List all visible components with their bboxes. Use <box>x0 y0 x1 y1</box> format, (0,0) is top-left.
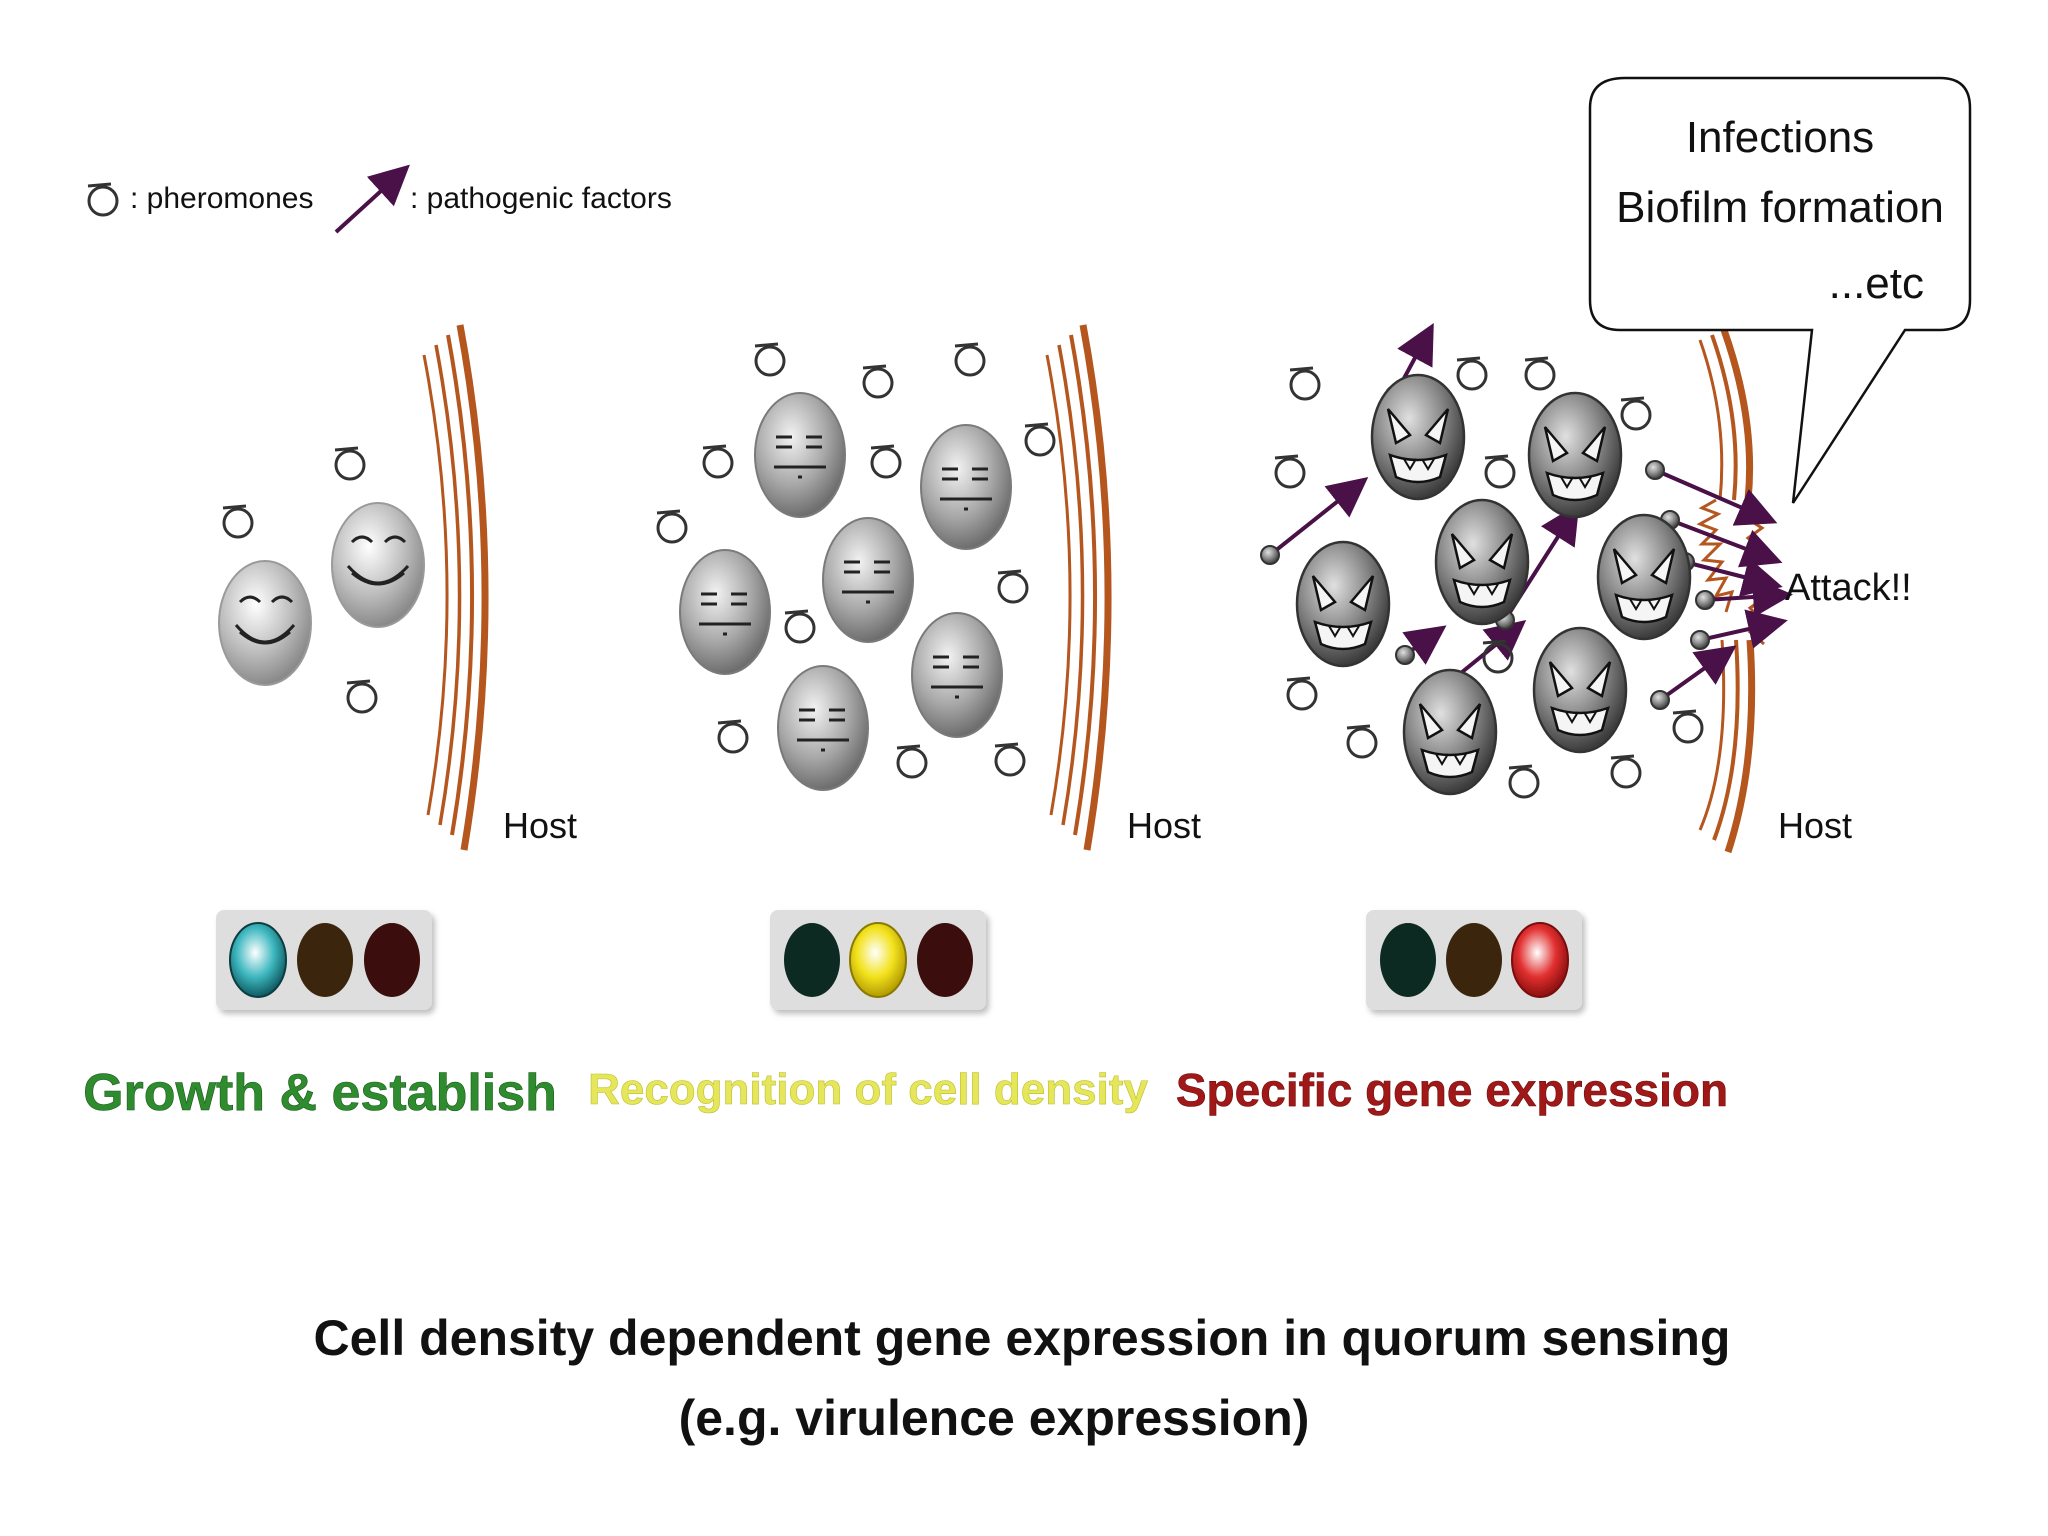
callout-line-2: Biofilm formation <box>1616 183 1944 232</box>
pheromone-icon <box>1610 754 1642 789</box>
pathogenic-factor-bead <box>1690 630 1710 650</box>
pheromone-icon <box>1274 454 1306 489</box>
pheromone-icon <box>1289 366 1321 401</box>
pheromone-icon <box>1672 709 1704 744</box>
pathogenic-factor-arrow <box>1654 468 1778 526</box>
bacterium-happy <box>331 502 425 628</box>
pathogenic-factor-bead <box>1395 645 1415 665</box>
pheromone-icon <box>994 742 1026 777</box>
pheromone-icon <box>717 719 749 754</box>
traffic-light <box>770 910 986 1010</box>
pathogenic-factor-bead <box>1650 690 1670 710</box>
bacterium-angry <box>1434 498 1530 626</box>
stage-growth: Host Growth & establish <box>83 324 577 1122</box>
pheromone-icon <box>1024 422 1056 457</box>
pathogenic-factor-arrow <box>1268 477 1369 557</box>
pheromone-icon <box>862 364 894 399</box>
pathogenic-factor-arrow <box>1669 518 1783 568</box>
pathogenic-factor-bead <box>1260 545 1280 565</box>
bacterium-angry <box>1532 626 1628 754</box>
pheromone-icon <box>954 342 986 377</box>
traffic-light <box>216 910 432 1010</box>
host-wall <box>1045 324 1112 851</box>
stage-recognition: Host Recognition of cell density <box>588 324 1201 1114</box>
pheromone-icon <box>784 609 816 644</box>
light-off <box>917 923 973 997</box>
bacterium-angry <box>1370 373 1466 501</box>
bacterium-angry <box>1402 668 1498 796</box>
bacterium-neutral <box>911 612 1003 738</box>
pheromone-icon <box>1484 454 1516 489</box>
pheromone-icon <box>870 444 902 479</box>
host-wall <box>422 324 489 851</box>
bacterium-neutral <box>822 517 914 643</box>
pheromone-icon <box>1286 676 1318 711</box>
host-label: Host <box>503 805 577 846</box>
host-label: Host <box>1127 805 1201 846</box>
pheromone-icon <box>222 504 254 539</box>
stage-caption: Specific gene expression <box>1176 1064 1728 1116</box>
light-off <box>1380 923 1436 997</box>
figure-title-line-2: (e.g. virulence expression) <box>679 1390 1310 1446</box>
traffic-light <box>1366 910 1582 1010</box>
bacterium-neutral <box>754 392 846 518</box>
bacterium-happy <box>218 560 312 686</box>
legend: : pheromones : pathogenic factors <box>87 164 672 234</box>
pheromone-icon <box>1524 356 1556 391</box>
pheromone-icon <box>1456 356 1488 391</box>
pathogenic-factor-arrow <box>1699 609 1788 649</box>
pheromone-icon <box>346 679 378 714</box>
bacterium-angry <box>1596 513 1692 641</box>
bacterium-angry <box>1527 391 1623 519</box>
light-yellow <box>849 922 907 998</box>
pheromone-icon <box>1508 764 1540 799</box>
legend-pheromones-label: : pheromones <box>130 182 313 215</box>
light-red <box>1511 922 1569 998</box>
pheromone-icon <box>1482 639 1514 674</box>
pheromone-icon <box>702 444 734 479</box>
bacterium-neutral <box>777 665 869 791</box>
light-off <box>1446 923 1502 997</box>
bacterium-neutral <box>679 549 771 675</box>
light-off <box>364 923 420 997</box>
stage-caption: Recognition of cell density <box>588 1065 1148 1114</box>
callout-bubble: Infections Biofilm formation ...etc <box>1588 76 1972 504</box>
pathogenic-factor-arrow <box>1704 577 1793 617</box>
pheromone-icon <box>1620 396 1652 431</box>
pathogenic-factor-arrow-icon <box>334 164 410 234</box>
light-teal <box>229 922 287 998</box>
stage-specific-expression: Host Infections Biofilm formation ...etc… <box>1176 76 1972 1116</box>
pheromone-icon <box>1346 724 1378 759</box>
pheromone-icon <box>754 342 786 377</box>
pheromone-icon <box>87 182 119 217</box>
pheromone-icon <box>334 446 366 481</box>
stage-caption: Growth & establish <box>83 1064 557 1122</box>
host-wall-damaged <box>1696 328 1767 854</box>
pheromone-icon <box>656 509 688 544</box>
light-off <box>784 923 840 997</box>
light-off <box>297 923 353 997</box>
figure-title-line-1: Cell density dependent gene expression i… <box>314 1310 1731 1366</box>
attack-label: Attack!! <box>1785 567 1912 609</box>
bacterium-angry <box>1295 540 1391 668</box>
pathogenic-factor-arrow <box>1658 645 1737 702</box>
legend-pathogenic-label: : pathogenic factors <box>410 182 672 215</box>
host-label: Host <box>1778 805 1852 846</box>
callout-line-1: Infections <box>1686 113 1874 162</box>
pheromone-icon <box>997 569 1029 604</box>
pheromone-icon <box>896 744 928 779</box>
bacterium-neutral <box>920 424 1012 550</box>
callout-line-3: ...etc <box>1829 259 1924 308</box>
pathogenic-factor-bead <box>1695 590 1715 610</box>
pathogenic-factor-bead <box>1645 460 1665 480</box>
